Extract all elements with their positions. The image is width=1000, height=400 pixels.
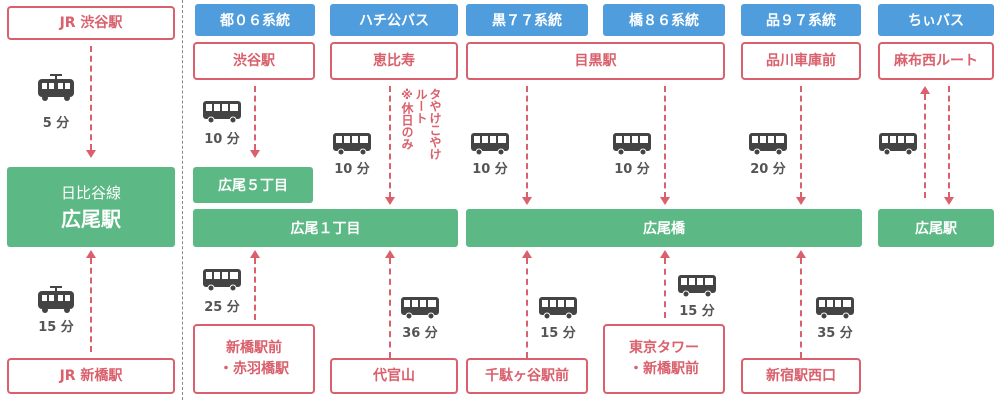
arrow-line (664, 86, 666, 198)
origin-meguro: 目黒駅 (466, 42, 725, 80)
stop-hiroo1: 広尾１丁目 (193, 209, 458, 247)
arrow-line (389, 258, 391, 358)
hub-station-label: 広尾駅 (61, 207, 121, 231)
hachiko-note-1: タやけこやけ (428, 88, 442, 160)
bus-icon (202, 100, 242, 124)
arrow-line (90, 46, 92, 150)
bus-icon (538, 296, 578, 320)
origin-shibuya: 渋谷駅 (193, 42, 315, 80)
origin-shinagawa: 品川車庫前 (741, 42, 861, 80)
time-hashi86: 10 分 (614, 162, 650, 177)
bus-icon (815, 296, 855, 320)
route-header-to06: 都０６系統 (195, 4, 315, 36)
time-kuro77: 10 分 (472, 162, 508, 177)
arrow-head (796, 250, 806, 258)
arrow-head (944, 197, 954, 205)
dest-shinjuku: 新宿駅西口 (741, 358, 861, 394)
hub-line-label: 日比谷線 (60, 184, 121, 202)
origin-ebisu: 恵比寿 (330, 42, 458, 80)
hiroo-hub-box: 日比谷線 広尾駅 (7, 167, 175, 247)
jr-shinbashi-station-box: JR 新橋駅 (7, 358, 175, 394)
bus-icon (202, 268, 242, 292)
stop-hiroobashi: 広尾橋 (466, 209, 862, 247)
stop-hiroo5: 広尾５丁目 (193, 167, 313, 203)
time-to06: 10 分 (204, 132, 240, 147)
arrow-line (526, 86, 528, 198)
time-daikanyama: 36 分 (402, 326, 438, 341)
arrow-line (90, 258, 92, 352)
train-top-time: 5 分 (42, 116, 70, 131)
time-shinjuku: 35 分 (817, 326, 853, 341)
time-shina97: 20 分 (750, 162, 786, 177)
train-bottom-time: 15 分 (38, 320, 74, 335)
arrow-head (385, 250, 395, 258)
time-shinbashi: 25 分 (204, 300, 240, 315)
bus-icon (400, 296, 440, 320)
time-tokyotower: 15 分 (679, 304, 715, 319)
arrow-head (796, 197, 806, 205)
arrow-head (385, 197, 395, 205)
route-header-kuro77: 黒７７系統 (466, 4, 588, 36)
arrow-head (660, 197, 670, 205)
bus-icon (470, 132, 510, 156)
jr-shibuya-station-box: JR 渋谷駅 (7, 6, 175, 40)
arrow-line (254, 258, 256, 320)
arrow-head (660, 250, 670, 258)
arrow-line (800, 86, 802, 198)
arrow-head (250, 150, 260, 158)
route-header-hashi86: 橋８６系統 (603, 4, 725, 36)
arrow-line (664, 258, 666, 318)
arrow-line (389, 86, 391, 198)
bus-icon (612, 132, 652, 156)
column-separator (182, 0, 183, 400)
arrow-line (254, 86, 256, 150)
route-header-chii: ちぃバス (878, 4, 994, 36)
dest-sendagaya: 千駄ヶ谷駅前 (466, 358, 588, 394)
arrow-head (86, 150, 96, 158)
arrow-head (86, 250, 96, 258)
time-sendagaya: 15 分 (540, 326, 576, 341)
arrow-line (924, 94, 926, 198)
arrow-line (800, 258, 802, 358)
origin-azabu: 麻布西ルート (878, 42, 994, 80)
time-hachiko: 10 分 (334, 162, 370, 177)
bus-icon (677, 274, 717, 298)
arrow-head (522, 250, 532, 258)
hachiko-note-3: ※休日のみ (400, 88, 414, 150)
bus-icon (748, 132, 788, 156)
route-header-shina97: 品９７系統 (741, 4, 861, 36)
bus-icon (878, 132, 918, 156)
stop-hiroo-station: 広尾駅 (878, 209, 994, 247)
route-header-hachiko: ハチ公バス (330, 4, 458, 36)
arrow-head (522, 197, 532, 205)
arrow-line (526, 258, 528, 358)
train-icon (36, 282, 76, 316)
train-icon (36, 70, 76, 104)
bus-icon (332, 132, 372, 156)
hachiko-note-2: ルート (414, 88, 428, 124)
arrow-head (920, 86, 930, 94)
dest-daikanyama: 代官山 (330, 358, 458, 394)
arrow-line (948, 86, 950, 198)
dest-tokyotower: 東京タワー ・新橋駅前 (603, 324, 725, 394)
arrow-head (250, 250, 260, 258)
dest-shinbashi: 新橋駅前 ・赤羽橋駅 (193, 324, 315, 394)
